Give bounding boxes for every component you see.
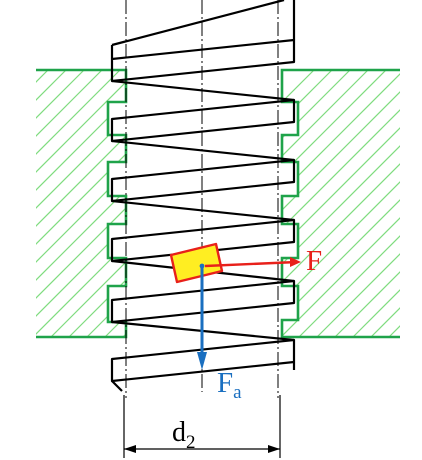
thread-band (110, 279, 296, 324)
hatch-line (282, 70, 400, 337)
hatch-line (122, 70, 126, 337)
housing-hatch-left (0, 70, 408, 337)
hatch-line (50, 70, 126, 337)
hatch-line (36, 70, 126, 337)
hatch-line (282, 70, 369, 337)
thread-band (110, 98, 296, 143)
hatch-line (407, 70, 422, 337)
dimension-arrowhead-right (268, 445, 280, 453)
force-arrowhead (290, 257, 301, 267)
dimension-arrowhead-left (124, 445, 136, 453)
axial-force-label: Fa (217, 367, 242, 403)
thread-flank-line (111, 139, 295, 162)
hatch-line (282, 70, 315, 337)
hatch-line (36, 70, 67, 337)
thread-top-flank (111, 0, 285, 47)
hatch-line (282, 70, 400, 337)
hatch-line (334, 70, 400, 337)
hatch-line (282, 70, 400, 337)
thread-flank-line (111, 199, 295, 222)
hatch-line (0, 70, 30, 337)
hatch-line (36, 70, 126, 337)
axial-force-label-main: F (217, 367, 233, 399)
axial-force-label-sub: a (233, 382, 242, 403)
thread-band (110, 218, 296, 263)
hatch-line (36, 70, 126, 337)
diameter-label-main: d (172, 417, 186, 448)
hatch-line (36, 70, 85, 337)
force-label: F (306, 245, 322, 277)
thread-band (110, 38, 296, 83)
hatch-line (282, 70, 400, 337)
thread-band (110, 158, 296, 203)
hatch-line (388, 70, 400, 337)
hatch-line (36, 70, 126, 337)
hatch-line (36, 70, 126, 337)
load-block (169, 242, 224, 284)
hatch-line (352, 70, 400, 337)
thread-bottom-edge (111, 380, 123, 392)
hatch-line (282, 70, 351, 337)
diameter-label: d2 (172, 417, 196, 453)
hatch-line (282, 70, 400, 337)
load-point (199, 263, 205, 269)
hatch-line (36, 70, 121, 337)
hatch-line (141, 70, 408, 337)
hatch-line (316, 70, 400, 337)
hatch-line (282, 70, 400, 337)
hatch-line (282, 70, 400, 337)
hatch-line (282, 70, 387, 337)
force-arrow (204, 260, 298, 268)
housing-outline-right (280, 68, 400, 339)
axial-force-arrowhead (197, 352, 207, 370)
hatch-line (36, 70, 126, 337)
hatch-line (36, 70, 126, 337)
thread-flank-line (111, 79, 295, 102)
hatch-line (36, 70, 126, 337)
hatch-line (36, 70, 126, 337)
hatch-line (282, 70, 297, 337)
diameter-label-sub: 2 (186, 432, 196, 453)
hatch-line (282, 70, 400, 337)
hatch-line (36, 70, 103, 337)
hatch-line (298, 70, 400, 337)
hatch-line (282, 70, 400, 337)
